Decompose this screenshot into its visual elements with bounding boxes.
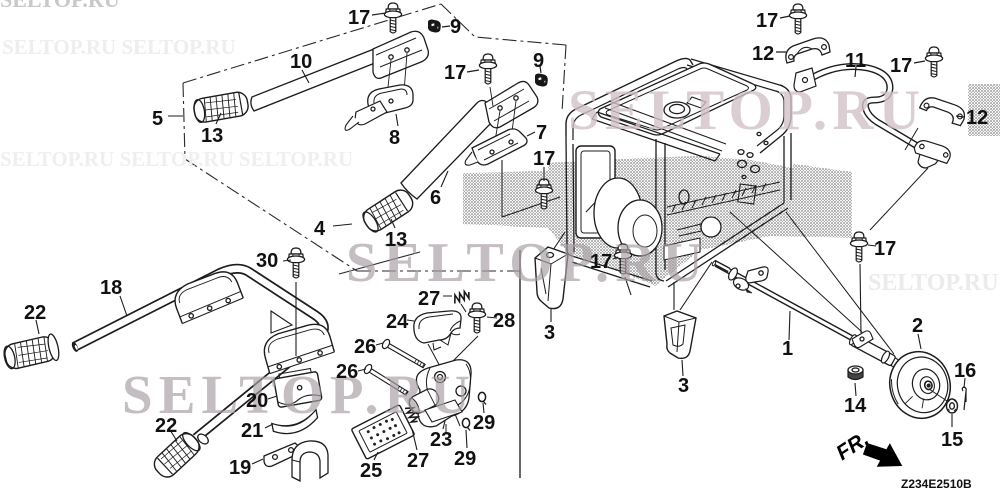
svg-text:27: 27 [407,450,429,472]
svg-text:19: 19 [229,457,251,479]
svg-text:17: 17 [533,148,555,170]
svg-text:17: 17 [890,55,912,77]
svg-text:12: 12 [966,107,988,129]
svg-text:9: 9 [533,50,544,72]
svg-text:Z234E2510B: Z234E2510B [901,477,972,491]
svg-text:30: 30 [256,250,278,272]
svg-text:7: 7 [536,122,547,144]
svg-text:13: 13 [201,125,223,147]
svg-text:29: 29 [473,412,495,434]
svg-text:17: 17 [348,7,370,29]
svg-text:5: 5 [152,108,163,130]
svg-text:28: 28 [493,310,515,332]
svg-text:26: 26 [354,336,376,358]
svg-text:2: 2 [912,315,923,337]
svg-text:22: 22 [24,302,46,324]
svg-text:4: 4 [314,218,326,240]
svg-text:14: 14 [844,395,867,417]
svg-text:SELTOP.RU SELTOP.RU: SELTOP.RU SELTOP.RU [2,35,236,59]
svg-text:23: 23 [430,429,452,451]
svg-text:SELTOP.RU: SELTOP.RU [868,270,999,296]
svg-text:17: 17 [444,62,466,84]
svg-text:21: 21 [241,420,263,442]
svg-text:3: 3 [544,322,555,344]
svg-text:SELTOP.RU: SELTOP.RU [346,232,703,294]
svg-text:18: 18 [100,277,122,299]
svg-text:SELTOP.RU: SELTOP.RU [568,79,920,142]
svg-text:29: 29 [454,448,476,470]
svg-text:1: 1 [782,338,793,360]
svg-text:13: 13 [385,229,407,251]
svg-text:22: 22 [155,415,177,437]
svg-text:11: 11 [845,50,866,72]
svg-text:20: 20 [246,390,268,412]
svg-text:24: 24 [386,311,409,333]
svg-text:12: 12 [752,43,774,65]
svg-text:25: 25 [360,460,382,482]
svg-text:3: 3 [678,375,689,397]
svg-text:SELTOP.RU SELTOP.RU SELTOP.RU: SELTOP.RU SELTOP.RU SELTOP.RU [0,147,353,171]
svg-text:16: 16 [954,360,976,382]
svg-text:8: 8 [389,127,400,149]
svg-text:SELTOP.RU: SELTOP.RU [122,364,470,425]
svg-text:17: 17 [874,238,896,260]
svg-text:9: 9 [450,16,461,38]
svg-text:17: 17 [756,10,778,32]
svg-text:26: 26 [336,361,358,383]
svg-text:SELTOP.RU: SELTOP.RU [0,0,120,12]
svg-text:6: 6 [430,187,441,209]
svg-text:17: 17 [590,251,612,273]
svg-text:27: 27 [418,288,440,310]
svg-text:10: 10 [290,51,312,73]
svg-text:15: 15 [941,429,963,451]
